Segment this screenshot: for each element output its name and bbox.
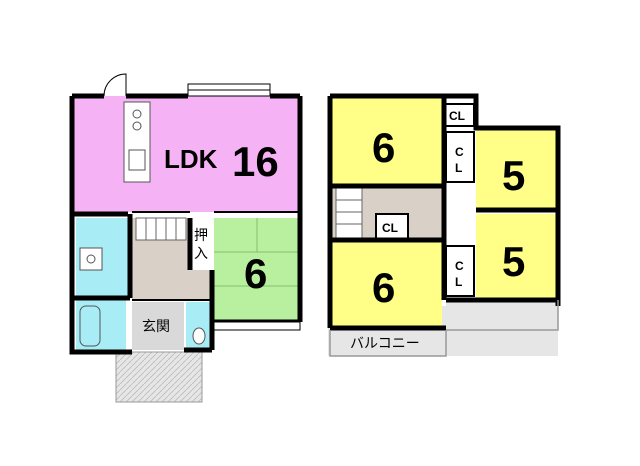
closet-mid-left-label: C [455, 145, 464, 159]
walls-floor-1 [69, 93, 303, 355]
bathtub-icon [79, 305, 101, 347]
tatami-lines [214, 218, 300, 287]
bedroom-bottom-left-size: 6 [372, 264, 395, 311]
closet-top-label: CL [449, 109, 465, 123]
washitsu-size: 6 [244, 250, 267, 297]
oshiire-label-2: 入 [194, 246, 208, 262]
oshiire-label: 押 [194, 228, 208, 244]
walls-floor-2 [327, 93, 561, 331]
ldk-size: 16 [232, 138, 279, 185]
windows-floor-1 [187, 83, 301, 331]
bedroom-top-right-size: 5 [502, 152, 525, 199]
bedroom-top-left [332, 98, 442, 184]
upper-stairs-icon [335, 187, 363, 239]
closet-low-left-label-2: L [455, 275, 462, 289]
genkan-label: 玄関 [142, 318, 170, 335]
genkan-entrance [132, 302, 184, 350]
closet-mid-left-label-2: L [455, 161, 462, 175]
bedroom-top-left-size: 6 [372, 124, 395, 171]
kitchen-sink [128, 149, 146, 171]
porch-terrace [115, 351, 203, 403]
closet-low-left-label: C [455, 259, 464, 273]
balcony-wing [446, 300, 558, 330]
stairs-icon [135, 217, 187, 241]
washbasin-icon [79, 247, 103, 271]
balcony-rail [329, 300, 559, 357]
bedroom-bottom-right-size: 5 [502, 238, 525, 285]
stove-icon [132, 121, 142, 131]
washbasin-bowl-icon [86, 254, 96, 264]
bedroom-bottom-right [476, 214, 556, 300]
balcony-label: バルコニー [350, 336, 420, 352]
bedroom-top-right [476, 130, 556, 208]
closet-low-left [445, 245, 475, 297]
floor-1: LDK 16 6 押 入 玄関 [69, 73, 303, 403]
floor-2: 6 5 6 5 CL C L CL C L バルコニー [327, 93, 561, 357]
closet-center-label: CL [382, 221, 398, 235]
door-swing [103, 73, 127, 97]
closet-mid-left [445, 131, 475, 183]
oshiire-closet [190, 218, 212, 270]
stove-icon [132, 109, 142, 119]
inner-walls-floor-1 [132, 211, 300, 301]
bedroom-bottom-left [332, 242, 442, 326]
ldk-label: LDK [164, 144, 218, 174]
ldk-room [72, 96, 300, 212]
toilet-icon [192, 327, 206, 345]
